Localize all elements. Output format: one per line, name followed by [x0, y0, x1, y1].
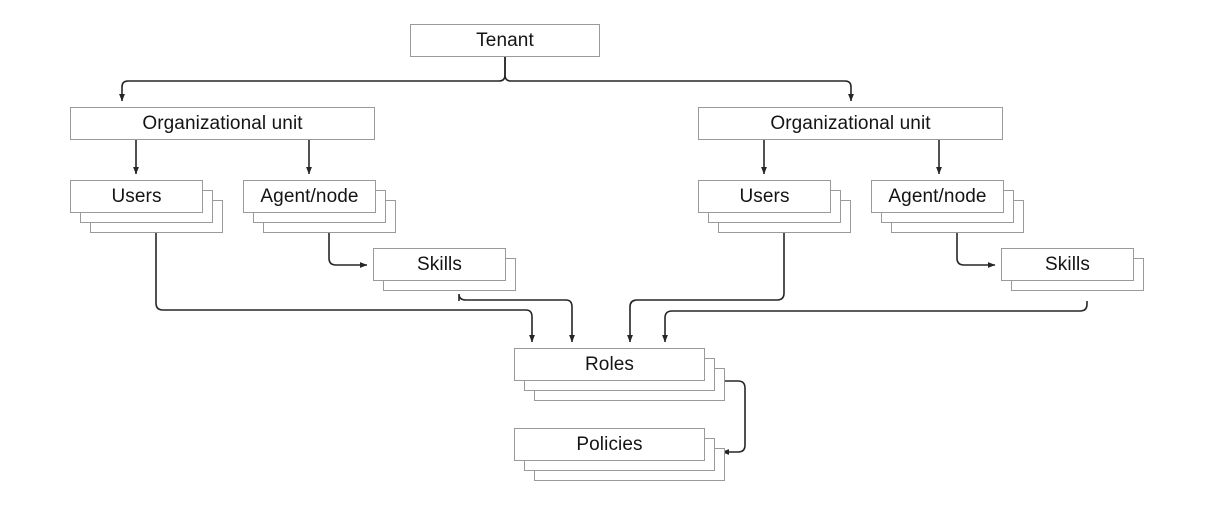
node-ou-left[interactable]: Organizational unit — [70, 107, 375, 140]
edge-agent-left-to-skills-left — [328, 233, 368, 269]
node-policies-box[interactable]: Policies — [514, 428, 705, 461]
node-ou-left-label: Organizational unit — [142, 112, 303, 134]
node-policies[interactable]: Policies — [514, 428, 725, 481]
edge-tenant-to-ou-left — [118, 57, 506, 102]
node-tenant[interactable]: Tenant — [410, 24, 600, 57]
node-agent-right[interactable]: Agent/node — [871, 180, 1024, 233]
node-tenant-label: Tenant — [476, 29, 534, 51]
node-users-right-box[interactable]: Users — [698, 180, 831, 213]
node-policies-label: Policies — [576, 433, 643, 455]
node-users-right-label: Users — [739, 185, 790, 207]
node-tenant-box[interactable]: Tenant — [410, 24, 600, 57]
node-ou-right-box[interactable]: Organizational unit — [698, 107, 1003, 140]
edge-users-left-to-roles — [155, 233, 535, 343]
node-roles-box[interactable]: Roles — [514, 348, 705, 381]
edge-agent-right-to-skills-right — [956, 233, 996, 269]
node-skills-left-label: Skills — [417, 253, 462, 275]
node-roles-label: Roles — [584, 353, 635, 375]
node-agent-left-box[interactable]: Agent/node — [243, 180, 376, 213]
node-skills-right[interactable]: Skills — [1001, 248, 1144, 291]
node-agent-left-label: Agent/node — [260, 185, 359, 207]
edge-tenant-to-ou-right — [504, 57, 854, 102]
edge-skills-left-to-roles — [458, 293, 575, 343]
node-skills-left-box[interactable]: Skills — [373, 248, 506, 281]
node-skills-right-label: Skills — [1045, 253, 1090, 275]
node-skills-right-box[interactable]: Skills — [1001, 248, 1134, 281]
node-users-left[interactable]: Users — [70, 180, 223, 233]
edge-users-right-to-roles — [626, 233, 785, 343]
node-agent-right-box[interactable]: Agent/node — [871, 180, 1004, 213]
node-users-left-label: Users — [111, 185, 162, 207]
node-roles[interactable]: Roles — [514, 348, 725, 401]
node-agent-left[interactable]: Agent/node — [243, 180, 396, 233]
node-users-left-box[interactable]: Users — [70, 180, 203, 213]
node-ou-left-box[interactable]: Organizational unit — [70, 107, 375, 140]
node-skills-left[interactable]: Skills — [373, 248, 516, 291]
edge-skills-right-to-roles — [661, 301, 1088, 343]
edge-roles-to-policies — [721, 380, 746, 455]
node-agent-right-label: Agent/node — [888, 185, 987, 207]
node-ou-right[interactable]: Organizational unit — [698, 107, 1003, 140]
node-users-right[interactable]: Users — [698, 180, 851, 233]
node-ou-right-label: Organizational unit — [770, 112, 931, 134]
